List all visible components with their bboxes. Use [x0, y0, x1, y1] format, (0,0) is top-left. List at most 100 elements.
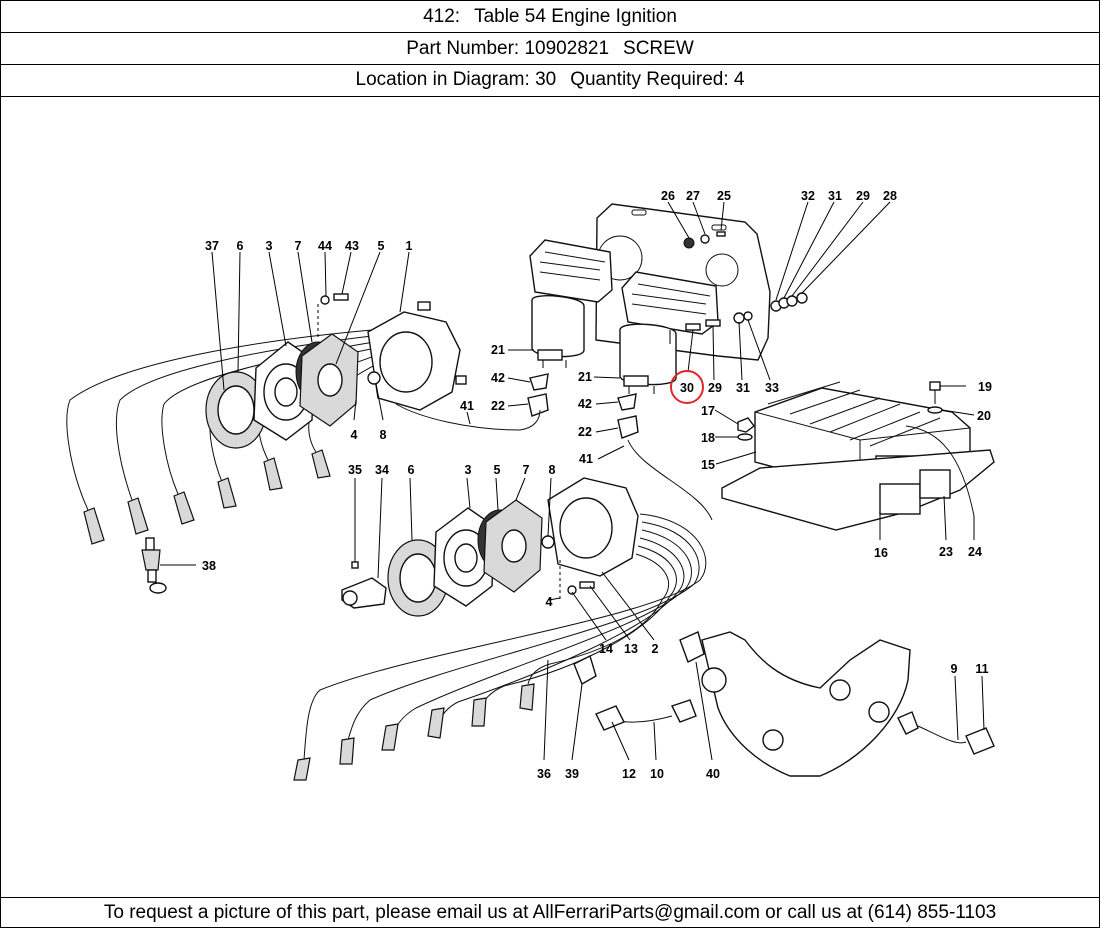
- callout: 20: [977, 409, 991, 423]
- part-name: SCREW: [623, 38, 694, 59]
- washer-20: [927, 406, 943, 414]
- plate-5-lower: [483, 499, 543, 593]
- callout: 29: [708, 381, 722, 395]
- table-title: Table 54 Engine Ignition: [474, 6, 677, 27]
- callout: 32: [801, 189, 815, 203]
- callout: 15: [701, 458, 715, 472]
- connector-11: [965, 727, 995, 755]
- callout: 27: [686, 189, 700, 203]
- ht-lead-41-lower: [627, 439, 713, 521]
- part-number-value: 10902821: [524, 38, 610, 59]
- callout: 24: [968, 545, 982, 559]
- callout-30-highlighted: 30: [680, 381, 694, 395]
- pulse-sensor-34: [341, 555, 387, 609]
- location-value: 30: [535, 69, 557, 90]
- callout: 2: [652, 642, 659, 656]
- callout: 10: [650, 767, 664, 781]
- callout: 29: [856, 189, 870, 203]
- callout: 28: [883, 189, 897, 203]
- callout: 16: [874, 546, 888, 560]
- callout: 22: [578, 425, 592, 439]
- callout: 6: [237, 239, 244, 253]
- callout: 3: [465, 463, 472, 477]
- quantity-value: 4: [733, 69, 745, 90]
- callout: 22: [491, 399, 505, 413]
- callout: 7: [295, 239, 302, 253]
- callout: 34: [375, 463, 389, 477]
- callout: 25: [717, 189, 731, 203]
- spark-plug-38: [141, 537, 167, 594]
- callout: 26: [661, 189, 675, 203]
- sensor-10: [613, 699, 697, 723]
- callout: 12: [622, 767, 636, 781]
- connector-12: [595, 705, 625, 731]
- callout: 36: [537, 767, 551, 781]
- ht-leads-lower: [303, 513, 707, 761]
- plug-caps-upper: [83, 449, 331, 545]
- callout: 40: [706, 767, 720, 781]
- sensor-9: [897, 711, 967, 744]
- distributor-2-lower: [541, 477, 639, 600]
- gasket-6-lower: [387, 539, 449, 617]
- callout: 42: [578, 397, 592, 411]
- callout: 38: [202, 559, 216, 573]
- callouts: 26 27 25 32 31 29 28 37 6 3 7 44 43 5 1 …: [202, 189, 992, 781]
- callout: 21: [578, 370, 592, 384]
- callout: 41: [579, 452, 593, 466]
- connector-22-lower: [617, 415, 639, 439]
- callout: 33: [765, 381, 779, 395]
- callout: 4: [351, 428, 358, 442]
- control-unit-bracket: [721, 449, 995, 531]
- callout: 7: [523, 463, 530, 477]
- callout: 5: [378, 239, 385, 253]
- callout: 43: [345, 239, 359, 253]
- callout: 1: [406, 239, 413, 253]
- callout: 44: [318, 239, 332, 253]
- socket-42-lower: [617, 393, 637, 411]
- callout: 3: [266, 239, 273, 253]
- distributor-1-upper: [367, 301, 467, 411]
- socket-42-upper: [529, 373, 549, 391]
- callout: 17: [701, 404, 715, 418]
- callout: 39: [565, 767, 579, 781]
- clip-40: [679, 631, 705, 663]
- callout: 31: [828, 189, 842, 203]
- part-number-row: Part Number: 10902821 SCREW: [0, 33, 1100, 65]
- exploded-parts-diagram: 26 27 25 32 31 29 28 37 6 3 7 44 43 5 1 …: [66, 189, 995, 781]
- callout: 18: [701, 431, 715, 445]
- ignition-coil-upper: [529, 239, 613, 368]
- ht-lead-41-upper: [395, 403, 541, 431]
- callout: 5: [494, 463, 501, 477]
- callout: 41: [460, 399, 474, 413]
- callout: 9: [951, 662, 958, 676]
- callout: 35: [348, 463, 362, 477]
- callout: 6: [408, 463, 415, 477]
- callout: 14: [599, 642, 613, 656]
- plug-caps-lower: [293, 683, 535, 781]
- contact-footer: To request a picture of this part, pleas…: [0, 897, 1100, 928]
- callout: 11: [975, 662, 988, 676]
- ignition-coil-lower: [619, 271, 719, 394]
- screw-43-44: [317, 293, 349, 338]
- callout: 19: [978, 380, 992, 394]
- callout: 21: [491, 343, 505, 357]
- highlight-ring: [670, 370, 704, 404]
- leader-lines: [160, 201, 985, 761]
- washer-18: [737, 433, 753, 441]
- clip-39: [573, 655, 597, 686]
- location-row: Location in Diagram: 30 Quantity Required…: [0, 65, 1100, 97]
- callout: 8: [380, 428, 387, 442]
- callout: 13: [624, 642, 638, 656]
- part-number-label: Part Number:: [406, 38, 520, 59]
- flange-3-lower: [433, 507, 495, 607]
- callout: 8: [549, 463, 556, 477]
- cable-24: [905, 425, 975, 517]
- page-title: 412:Table 54 Engine Ignition: [0, 0, 1100, 33]
- nut-17: [737, 417, 755, 433]
- bolt-19: [929, 381, 941, 404]
- connector-22-upper: [527, 393, 549, 417]
- callout: 23: [939, 545, 953, 559]
- quantity-label: Quantity Required:: [570, 69, 729, 90]
- location-label: Location in Diagram:: [355, 69, 530, 90]
- callout: 31: [736, 381, 750, 395]
